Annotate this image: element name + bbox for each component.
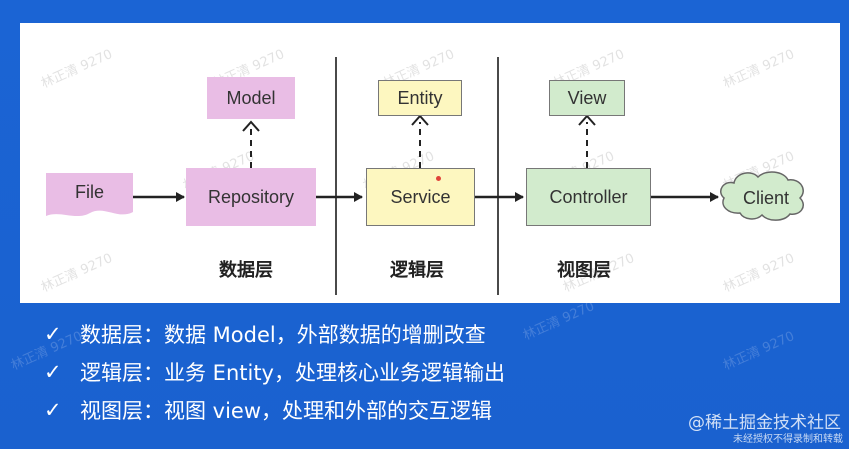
node-client-label: Client [742, 187, 790, 208]
checkmark-icon: ✓ [44, 398, 62, 422]
bullet-text: 逻辑层：业务 Entity，处理核心业务逻辑输出 [80, 361, 505, 385]
node-view: View [549, 80, 625, 116]
node-repository: Repository [186, 168, 316, 226]
bullet-item: ✓ 数据层：数据 Model，外部数据的增删改查 [44, 315, 505, 353]
bullet-item: ✓ 视图层：视图 view，处理和外部的交互逻辑 [44, 391, 505, 429]
node-client: Client [724, 178, 808, 218]
checkmark-icon: ✓ [44, 360, 62, 384]
node-file-label: File [74, 181, 104, 202]
node-entity: Entity [378, 80, 462, 116]
bullet-item: ✓ 逻辑层：业务 Entity，处理核心业务逻辑输出 [44, 353, 505, 391]
node-entity-label: Entity [397, 87, 443, 108]
layer-divider-logic-view [497, 57, 499, 295]
node-view-label: View [567, 87, 607, 108]
dashed-arrowhead-model [242, 120, 260, 132]
node-repository-label: Repository [207, 186, 295, 207]
node-model: Model [207, 77, 295, 119]
copyright-notice: 未经授权不得录制和转载 [733, 434, 843, 445]
file-document-shape [46, 173, 133, 217]
dashed-arrowhead-entity [411, 114, 429, 126]
layer-label-logic: 逻辑层 [390, 260, 444, 281]
layer-label-data: 数据层 [219, 260, 273, 281]
layer-divider-data-logic [335, 57, 337, 295]
bullet-list: ✓ 数据层：数据 Model，外部数据的增删改查 ✓ 逻辑层：业务 Entity… [44, 315, 505, 429]
layer-label-view: 视图层 [557, 260, 611, 281]
node-service: Service [366, 168, 475, 226]
node-controller-label: Controller [549, 186, 628, 207]
node-model-label: Model [226, 87, 276, 108]
checkmark-icon: ✓ [44, 322, 62, 346]
diagram-panel [20, 23, 840, 303]
node-file: File [46, 173, 133, 211]
node-controller: Controller [526, 168, 651, 226]
bullet-text: 视图层：视图 view，处理和外部的交互逻辑 [80, 399, 493, 423]
bullet-text: 数据层：数据 Model，外部数据的增删改查 [80, 323, 486, 347]
node-service-label: Service [390, 186, 451, 207]
brand-watermark: @稀土掘金技术社区 [688, 413, 841, 433]
client-cloud-shape [720, 171, 804, 221]
red-dot-marker [436, 176, 441, 181]
dashed-arrowhead-view [578, 114, 596, 126]
